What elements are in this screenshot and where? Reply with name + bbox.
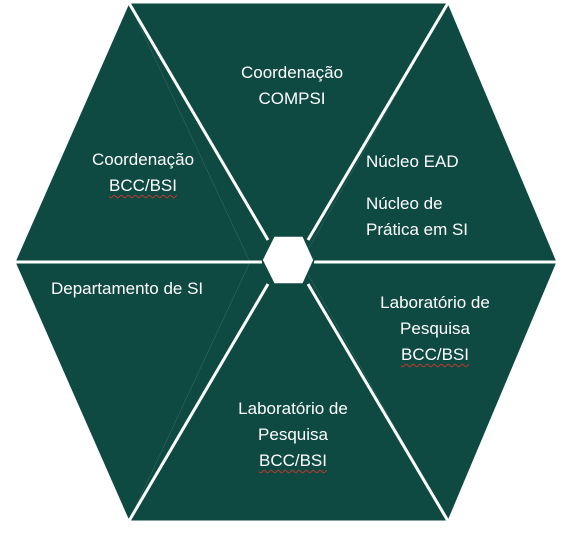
label-top-line-2: COMPSI: [258, 89, 326, 108]
label-bottom-line-2: Pesquisa: [258, 425, 328, 444]
segment-lower-left: [15, 262, 250, 521]
segment-top: [129, 3, 448, 262]
label-upper-right-line-3: Prática em SI: [366, 220, 469, 239]
label-lower-right-line-2: Pesquisa: [400, 319, 470, 338]
segment-lower-right: [301, 262, 557, 521]
label-upper-left-line-1: Coordenação: [91, 150, 195, 169]
label-lower-left-line-1: Departamento de SI: [51, 279, 204, 298]
label-lower-right: Laboratório de Pesquisa BCC/BSI: [380, 290, 490, 368]
segment-upper-right: [301, 3, 557, 262]
label-upper-left: Coordenação BCC/BSI: [92, 147, 194, 199]
label-upper-right: Núcleo EAD Núcleo de Prática em SI: [366, 149, 468, 243]
label-top-line-1: Coordenação: [240, 63, 344, 82]
label-bottom: Laboratório de Pesquisa BCC/BSI: [238, 396, 348, 474]
segment-dividers: [15, 2, 557, 522]
label-upper-left-line-2: BCC/BSI: [108, 176, 178, 195]
center-hexagon: [261, 235, 315, 285]
segment-upper-left: [15, 3, 250, 262]
hexagon-outline: [14, 2, 558, 522]
label-lower-right-line-3: BCC/BSI: [400, 345, 470, 364]
label-upper-right-line-2: Núcleo de: [366, 194, 443, 213]
label-lower-right-line-1: Laboratório de: [380, 293, 490, 312]
segment-bottom: [129, 262, 448, 521]
label-lower-left: Departamento de SI: [51, 276, 203, 302]
label-bottom-line-1: Laboratório de: [238, 399, 348, 418]
label-upper-right-line-1: Núcleo EAD: [366, 152, 459, 171]
label-bottom-line-3: BCC/BSI: [258, 451, 328, 470]
label-top: Coordenação COMPSI: [241, 60, 343, 112]
